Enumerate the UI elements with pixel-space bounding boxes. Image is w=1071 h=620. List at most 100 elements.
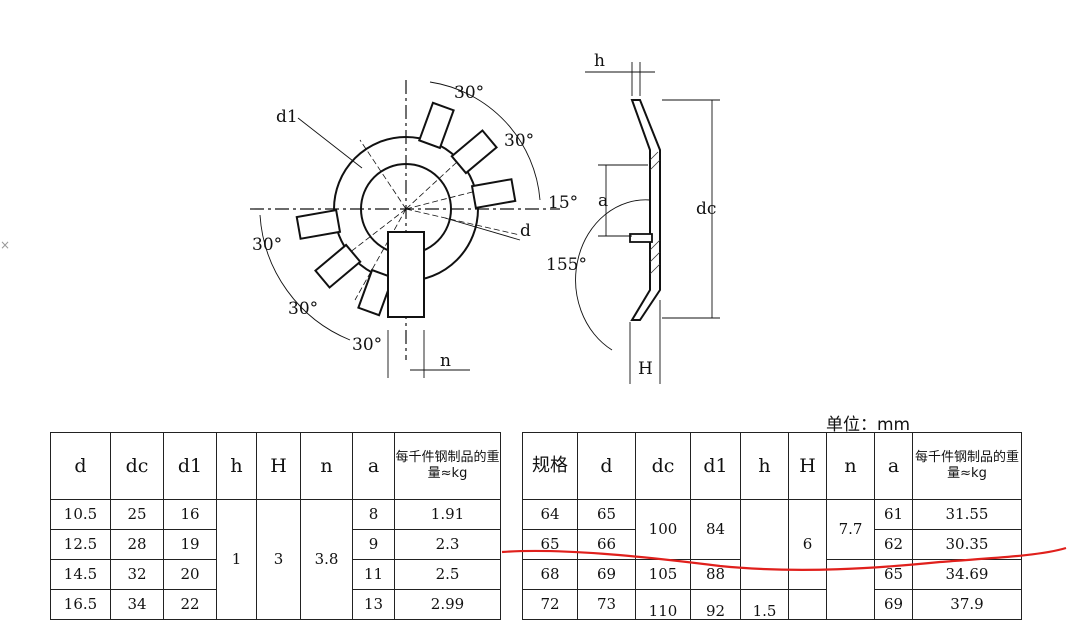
cell: 28 [110,529,164,560]
cell: 8 [352,499,395,530]
section-tab [629,233,653,243]
cell: 73 [577,589,636,620]
tooth [295,208,342,240]
table-row: 64 65 100 84 6 7.7 61 31.55 [522,499,1022,590]
tooth [357,268,395,317]
cell: 1.5 [740,589,789,620]
cell-merged-dc: 100 [635,499,691,560]
tooth [470,178,517,210]
table-header-row: 规格 d dc d1 h H n a 每千件钢制品的重量≈kg [522,432,1022,500]
close-icon[interactable]: × [0,238,11,252]
cell: 68 [522,559,578,590]
cell: 69 [577,559,636,590]
cell: 13 [352,589,395,620]
cell: 37.9 [912,589,1022,620]
cell: 65 [874,559,913,590]
cell: 66 [577,529,636,560]
label-a: a [598,191,608,211]
cell-merged-H: 6 [788,499,827,590]
label-angle: 30° [504,131,534,151]
washer-drawing: d1 d n 30° 30° 15° 30° 30° 30° h a dc 15… [250,51,720,384]
spec-table-left: d dc d1 h H n a 每千件钢制品的重量≈kg 10.5 25 16 … [50,432,501,620]
cell: 110 [635,589,691,620]
cell: 32 [110,559,164,590]
tooth [417,101,455,150]
cell: 2.5 [394,559,501,590]
cell: 31.55 [912,499,1022,530]
label-H: H [638,359,653,379]
cell: 9 [352,529,395,560]
inner-tab [387,231,425,318]
unit-label: 单位：mm [826,415,911,435]
header-cell: H [788,432,827,500]
cell: 1.91 [394,499,501,530]
cell: 16.5 [50,589,111,620]
cell: 30.35 [912,529,1022,560]
header-cell: a [874,432,913,500]
cell: 16 [163,499,217,530]
cell: 25 [110,499,164,530]
cell-h-empty [740,499,789,590]
header-cell: h [740,432,789,500]
header-cell: n [826,432,875,500]
label-d1: d1 [276,107,298,127]
header-cell: d [577,432,636,500]
label-h: h [594,51,605,71]
cell-merged-n: 7.7 [826,499,875,560]
cell: 14.5 [50,559,111,590]
label-angle: 30° [352,335,382,355]
cell: 11 [352,559,395,590]
cell: 19 [163,529,217,560]
spec-table-right: 规格 d dc d1 h H n a 每千件钢制品的重量≈kg 64 65 10… [522,432,1022,620]
header-cell: a [352,432,395,500]
header-cell: d1 [690,432,741,500]
label-angle-155: 155° [546,255,587,275]
cell-merged-n: 3.8 [300,499,353,620]
label-d: d [520,221,531,241]
cell: 20 [163,559,217,590]
header-cell: d [50,432,111,500]
cell-merged-d1: 84 [690,499,741,560]
cell: 61 [874,499,913,530]
cell-empty [788,589,827,620]
label-dc: dc [696,199,716,219]
cell: 92 [690,589,741,620]
header-cell: H [256,432,301,500]
cell: 88 [690,559,741,590]
header-cell-weight: 每千件钢制品的重量≈kg [394,432,501,500]
cell: 62 [874,529,913,560]
cell: 34.69 [912,559,1022,590]
header-cell: 规格 [522,432,578,500]
cell: 65 [577,499,636,530]
header-cell: n [300,432,353,500]
header-cell: h [216,432,257,500]
cell: 12.5 [50,529,111,560]
tooth [450,129,498,175]
cell: 72 [522,589,578,620]
cell: 22 [163,589,217,620]
cell: 64 [522,499,578,530]
cell: 65 [522,529,578,560]
label-n: n [440,351,451,371]
table-row: 14.5 32 20 11 2.5 [50,559,501,590]
cell: 34 [110,589,164,620]
cell-merged-h: 1 [216,499,257,620]
cell: 69 [874,589,913,620]
cell: 105 [635,559,691,590]
header-cell: d1 [163,432,217,500]
cell-n-empty [826,559,875,620]
label-angle-15: 15° [548,193,578,213]
table-header-row: d dc d1 h H n a 每千件钢制品的重量≈kg [50,432,501,500]
label-angle: 30° [288,299,318,319]
table-row: 10.5 25 16 1 3 3.8 8 1.91 [50,499,501,620]
label-angle: 30° [252,235,282,255]
header-cell: dc [635,432,691,500]
cell: 2.99 [394,589,501,620]
cell: 10.5 [50,499,111,530]
tooth [314,243,362,289]
section-profile [630,99,661,321]
header-cell: dc [110,432,164,500]
header-cell-weight: 每千件钢制品的重量≈kg [912,432,1022,500]
label-angle: 30° [454,83,484,103]
